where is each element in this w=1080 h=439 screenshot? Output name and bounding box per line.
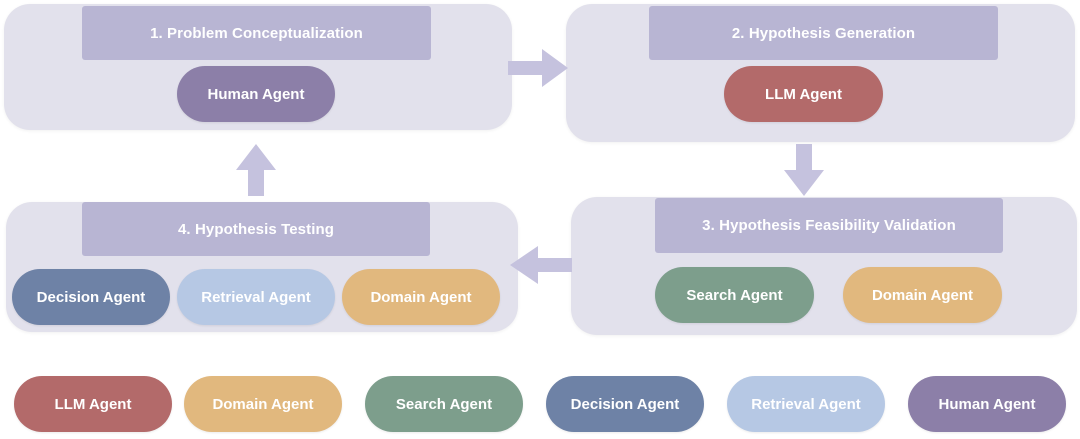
stage-1-title: 1. Problem Conceptualization	[82, 6, 431, 60]
stage-4-title: 4. Hypothesis Testing	[82, 202, 430, 256]
stage-1-human-agent: Human Agent	[177, 66, 335, 122]
arrow-left-icon	[510, 246, 572, 284]
legend-search-agent: Search Agent	[365, 376, 523, 432]
stage-3-title: 3. Hypothesis Feasibility Validation	[655, 198, 1003, 253]
legend-llm-agent: LLM Agent	[14, 376, 172, 432]
stage-4-domain-agent: Domain Agent	[342, 269, 500, 325]
arrow-right-icon	[508, 49, 568, 87]
arrow-up-icon	[236, 144, 276, 196]
legend-decision-agent: Decision Agent	[546, 376, 704, 432]
stage-2-title: 2. Hypothesis Generation	[649, 6, 998, 60]
legend-retrieval-agent: Retrieval Agent	[727, 376, 885, 432]
stage-4-decision-agent: Decision Agent	[12, 269, 170, 325]
legend-domain-agent: Domain Agent	[184, 376, 342, 432]
stage-4-retrieval-agent: Retrieval Agent	[177, 269, 335, 325]
stage-3-search-agent: Search Agent	[655, 267, 814, 323]
legend-human-agent: Human Agent	[908, 376, 1066, 432]
stage-2-llm-agent: LLM Agent	[724, 66, 883, 122]
stage-3-domain-agent: Domain Agent	[843, 267, 1002, 323]
arrow-down-icon	[784, 144, 824, 196]
